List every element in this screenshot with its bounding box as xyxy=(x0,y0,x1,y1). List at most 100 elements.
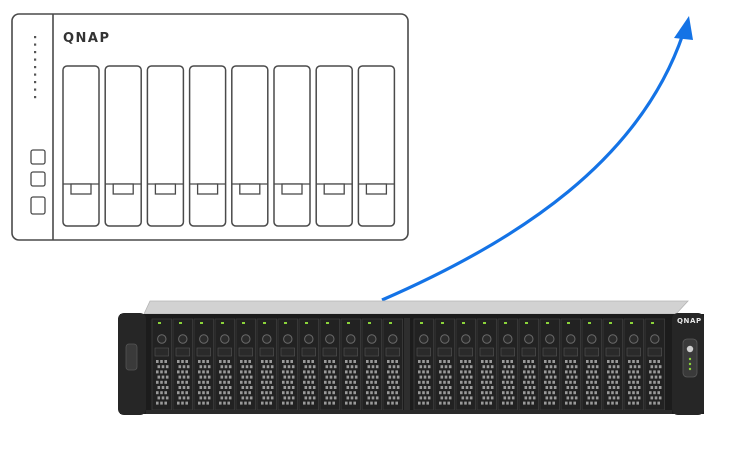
rack-bay-vent-hole xyxy=(461,365,465,369)
rack-bay-vent-hole xyxy=(269,360,272,363)
rack-bay-vent-hole xyxy=(307,360,310,363)
rack-bay-vent-hole xyxy=(629,365,633,369)
rack-bay-vent-hole xyxy=(507,396,511,400)
rack-bay-led xyxy=(462,322,465,324)
rack-bay-vent-hole xyxy=(228,396,232,400)
rack-bay-vent-hole xyxy=(311,370,314,374)
rack-bay-vent-hole xyxy=(653,380,656,384)
rack-bay-vent-hole xyxy=(308,375,312,379)
rack-bay-tray xyxy=(623,318,645,411)
rack-bay-vent-hole xyxy=(374,370,377,374)
rack-bay-vent-hole xyxy=(249,396,253,400)
rack-bay-vent-hole xyxy=(266,365,270,369)
nas-led-dot xyxy=(34,58,37,61)
rack-bay-vent-hole xyxy=(607,360,610,363)
rack-bay-vent-hole xyxy=(422,391,425,395)
rack-bay-vent-hole xyxy=(353,370,356,374)
rack-bay-vent-hole xyxy=(419,365,423,369)
nas-drive-bay xyxy=(188,65,227,227)
rack-bay-vent-hole xyxy=(206,360,209,363)
rack-bay-vent-hole xyxy=(490,375,494,379)
rack-bay-vent-hole xyxy=(553,386,557,389)
rack-bay-vent-hole xyxy=(427,396,431,400)
rack-bay-vent-hole xyxy=(650,396,654,400)
rack-bay-vent-hole xyxy=(523,401,526,405)
rack-bay-vent-hole xyxy=(460,380,463,384)
rack-bay-vent-hole xyxy=(392,365,396,369)
rack-bay-button-icon xyxy=(440,334,450,344)
rack-bay-vent-hole xyxy=(157,386,161,389)
rack-bay-label-slot xyxy=(196,347,211,357)
rack-bay-vent-hole xyxy=(161,365,165,369)
rack-bay-vent-hole xyxy=(629,375,633,379)
nas-button-icon xyxy=(30,196,46,215)
rack-drive-bay xyxy=(319,318,341,411)
rack-power-button-icon xyxy=(686,345,694,353)
rack-bay-vent-hole xyxy=(527,401,530,405)
nas-led-dot xyxy=(34,51,37,54)
rack-bay-tray xyxy=(193,318,215,411)
rack-bay-tray xyxy=(581,318,603,411)
rack-drive-bay xyxy=(193,318,215,411)
rack-bay-vent-hole xyxy=(439,360,442,363)
rack-bay-vent-hole xyxy=(223,380,226,384)
rack-bay-vent-hole xyxy=(468,391,471,395)
rack-bay-vent-hole xyxy=(465,386,469,389)
rack-bay-vent-hole xyxy=(608,375,612,379)
rack-bay-vent-hole xyxy=(303,391,306,395)
rack-bay-vent-hole xyxy=(503,375,507,379)
rack-bay-vent-hole xyxy=(371,375,375,379)
rack-bay-vent-hole xyxy=(206,380,209,384)
rack-bay-vent-hole xyxy=(531,391,534,395)
rack-bay-vent-hole xyxy=(332,380,335,384)
rack-bay-led xyxy=(221,322,224,324)
rack-bay-vent-hole xyxy=(248,360,251,363)
rack-bay-vent-hole xyxy=(552,360,555,363)
rack-bay-vent-hole xyxy=(328,370,331,374)
rack-bay-vent-hole xyxy=(181,380,184,384)
rack-bay-tray xyxy=(413,318,435,411)
rack-bay-vent-hole xyxy=(461,396,465,400)
rack-drive-bay xyxy=(235,318,257,411)
rack-bay-vent-hole xyxy=(649,360,652,363)
rack-bay-led xyxy=(179,322,182,324)
rack-bay-vent-hole xyxy=(391,380,394,384)
rack-bay-vent-hole xyxy=(345,401,348,405)
rack-bay-vent-hole xyxy=(443,391,446,395)
rack-bay-vent-hole xyxy=(269,370,272,374)
rack-bay-vent-hole xyxy=(464,401,467,405)
rack-bay-button-icon xyxy=(157,334,167,344)
rack-drive-bay xyxy=(361,318,383,411)
rack-bay-vent-hole xyxy=(290,401,293,405)
rack-bay-vent-hole xyxy=(549,386,553,389)
rack-bay-vent-hole xyxy=(156,360,159,363)
growth-arrow xyxy=(381,16,693,302)
rack-bay-vent-hole xyxy=(658,375,662,379)
rack-bay-vent-hole xyxy=(227,370,230,374)
rack-bay-vent-hole xyxy=(548,380,551,384)
rack-bay-vent-hole xyxy=(303,360,306,363)
rack-drive-bay xyxy=(277,318,299,411)
rack-bay-vent-hole xyxy=(329,365,333,369)
rack-bay-vent-hole xyxy=(185,380,188,384)
rack-bay-vent-hole xyxy=(244,401,247,405)
rack-bay-vent-hole xyxy=(219,401,222,405)
rack-bay-vent-hole xyxy=(649,380,652,384)
rack-bay-button-icon xyxy=(220,334,230,344)
rack-bay-vent-hole xyxy=(507,365,511,369)
rack-bay-label-slot xyxy=(280,347,295,357)
rack-bay-vent-hole xyxy=(485,360,488,363)
rack-bay-vent-hole xyxy=(224,386,228,389)
rack-bay-vent-hole xyxy=(395,380,398,384)
rack-bay-vent-hole xyxy=(350,365,354,369)
rack-bay-vent-hole xyxy=(375,386,379,389)
rack-bay-vent-hole xyxy=(485,370,488,374)
rack-bay-vent-hole xyxy=(653,370,656,374)
rack-bay-vent-hole xyxy=(370,370,373,374)
rack-bay-vent-hole xyxy=(569,380,572,384)
rack-drive-bay xyxy=(644,318,666,411)
rack-bay-vent-hole xyxy=(616,375,620,379)
rack-bay-vent-hole xyxy=(447,360,450,363)
rack-bay-vent-hole xyxy=(486,386,490,389)
nas-drive-bay xyxy=(357,65,396,227)
